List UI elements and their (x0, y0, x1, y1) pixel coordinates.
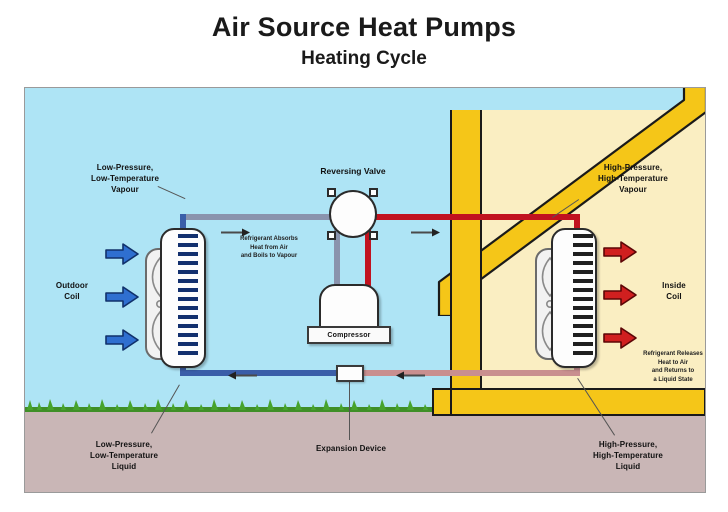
inside-air-arrow-2 (603, 284, 637, 306)
pipe-valve-to-compressor (334, 214, 340, 286)
label-inside-coil: Inside Coil (662, 281, 686, 302)
outdoor-air-arrow-2 (105, 286, 139, 308)
label-low-pressure-liquid: Low-Pressure, Low-Temperature Liquid (89, 440, 159, 472)
outdoor-air-arrow-1 (105, 243, 139, 265)
page-subtitle: Heating Cycle (301, 48, 427, 69)
label-high-pressure-vapour: High-Pressure, High-Temperature Vapour (598, 163, 668, 195)
foundation-skirt (432, 388, 452, 416)
note-refrigerant-releases: Refrigerant Releases Heat to Air and Ret… (643, 351, 703, 384)
label-expansion-device: Expansion Device (315, 444, 387, 453)
reversing-valve[interactable] (329, 190, 377, 238)
label-low-pressure-vapour: Low-Pressure, Low-Temperature Vapour (90, 163, 160, 195)
valve-tab-tl (327, 188, 336, 197)
expansion-device-leader (349, 382, 350, 440)
valve-tab-br (369, 231, 378, 240)
inside-coil-fins (573, 234, 593, 355)
ground-background (25, 410, 705, 492)
compressor-label-plate: Compressor (307, 326, 391, 344)
flow-arrow-top-2 (411, 228, 440, 237)
pipe-suction-horizontal (180, 214, 340, 220)
house-wall-column (450, 110, 482, 398)
pipe-compressor-to-valve (365, 214, 371, 286)
label-high-pressure-liquid: High-Pressure, High-Temperature Liquid (593, 440, 663, 472)
flow-arrow-bottom-1 (228, 371, 257, 380)
note-refrigerant-absorbs: Refrigerant Absorbs Heat from Air and Bo… (240, 236, 298, 260)
compressor-label: Compressor (327, 331, 371, 339)
inside-air-arrow-3 (603, 327, 637, 349)
inside-air-arrow-1 (603, 241, 637, 263)
pipe-bottom-cold-run (180, 370, 343, 376)
pipe-discharge-horizontal (365, 214, 580, 220)
valve-tab-bl (327, 231, 336, 240)
diagram-frame: Compressor (24, 87, 706, 493)
label-outdoor-coil: Outdoor Coil (55, 281, 89, 302)
flow-arrow-bottom-2 (396, 371, 425, 380)
label-reversing-valve: Reversing Valve (320, 166, 386, 176)
outdoor-air-arrow-3 (105, 329, 139, 351)
outdoor-coil-fins (178, 234, 198, 355)
flow-arrow-top-1 (221, 228, 250, 237)
house-foundation (450, 388, 705, 416)
pipe-bottom-warm-run (363, 370, 580, 376)
valve-tab-tr (369, 188, 378, 197)
page-title: Air Source Heat Pumps (211, 12, 517, 42)
grass-strip (25, 399, 705, 412)
expansion-device[interactable] (336, 365, 364, 382)
